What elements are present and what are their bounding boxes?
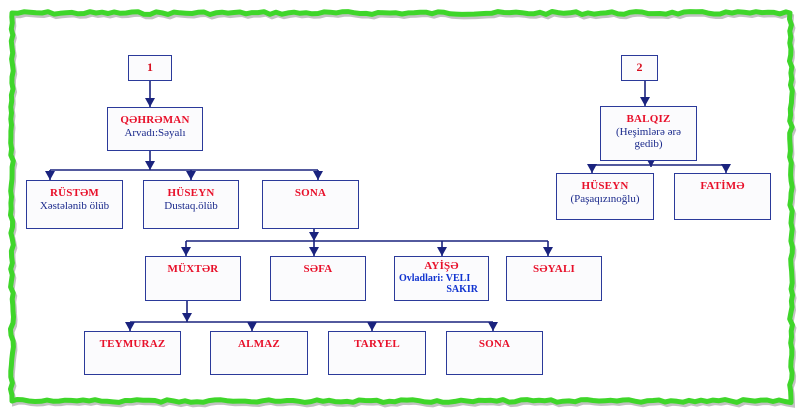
child-veli: VELI [445, 272, 471, 284]
arrowhead-icon [181, 247, 191, 256]
node-name: TEYMURAZ [99, 338, 166, 350]
children-label: Ovladlari: [399, 272, 444, 284]
node-sona-2[interactable]: SONA [446, 331, 543, 375]
arrowhead-icon [45, 171, 55, 180]
node-fatime[interactable]: FATİMƏ [674, 173, 771, 220]
tree1-label: 1 [147, 60, 153, 74]
arrowhead-icon [543, 247, 553, 256]
tree1-label-box: 1 [128, 55, 172, 81]
node-taryel[interactable]: TARYEL [328, 331, 426, 375]
node-almaz[interactable]: ALMAZ [210, 331, 308, 375]
node-note: (Paşaqızınoğlu) [570, 192, 640, 205]
arrowhead-icon [721, 164, 731, 173]
arrowhead-icon [640, 97, 650, 106]
child-sakir: SAKIR [446, 284, 478, 296]
node-name: SƏFA [303, 263, 333, 275]
node-note-line1: (Heşimlərə ərə [615, 125, 682, 138]
node-sona[interactable]: SONA [262, 180, 359, 229]
node-note: Arvadı:Səyalı [124, 126, 186, 139]
arrowhead-icon [186, 171, 196, 180]
arrowhead-icon [182, 313, 192, 322]
arrowhead-icon [437, 247, 447, 256]
node-ayise[interactable]: AYİŞƏ Ovladlari: VELI SAKIR [394, 256, 489, 301]
node-balqiz[interactable]: BALQIZ (Heşimlərə ərə gedib) [600, 106, 697, 161]
node-name: QƏHRƏMAN [120, 114, 190, 126]
arrowhead-icon [309, 247, 319, 256]
node-name: SONA [478, 338, 511, 350]
node-huseyn-2[interactable]: HÜSEYN (Paşaqızınoğlu) [556, 173, 654, 220]
node-name: FATİMƏ [700, 180, 745, 192]
arrowhead-icon [247, 322, 257, 331]
arrowhead-icon [145, 98, 155, 107]
node-note-line2: gedib) [634, 138, 663, 151]
node-qehreman[interactable]: QƏHRƏMAN Arvadı:Səyalı [107, 107, 203, 151]
arrowhead-icon [587, 164, 597, 173]
node-note: Dustaq.ölüb [164, 199, 218, 212]
arrowhead-icon [488, 322, 498, 331]
arrowhead-icon [145, 161, 155, 170]
tree2-label: 2 [636, 60, 643, 74]
node-muxter[interactable]: MÜXTƏR [145, 256, 241, 301]
node-name: SONA [294, 187, 327, 199]
children-line: Ovladlari: VELI [395, 273, 488, 285]
arrowhead-icon [125, 322, 135, 331]
node-name: ALMAZ [238, 338, 280, 350]
arrowhead-icon [313, 171, 323, 180]
tree2-label-box: 2 [621, 55, 658, 81]
node-name: AYİŞƏ [424, 260, 459, 272]
node-sefa[interactable]: SƏFA [270, 256, 366, 301]
node-note: Xəstələnib ölüb [39, 199, 110, 212]
node-seyali[interactable]: SƏYALI [506, 256, 602, 301]
node-name: TARYEL [354, 338, 400, 350]
node-name: RÜSTƏM [49, 187, 100, 199]
node-name: SƏYALI [533, 263, 575, 275]
node-huseyn[interactable]: HÜSEYN Dustaq.ölüb [143, 180, 239, 229]
node-rustem[interactable]: RÜSTƏM Xəstələnib ölüb [26, 180, 123, 229]
node-name: BALQIZ [626, 113, 671, 125]
arrowhead-icon [367, 322, 377, 331]
node-teymuraz[interactable]: TEYMURAZ [84, 331, 181, 375]
node-name: HÜSEYN [581, 180, 629, 192]
arrowhead-icon [309, 232, 319, 241]
node-name: MÜXTƏR [167, 263, 219, 275]
node-name: HÜSEYN [167, 187, 215, 199]
